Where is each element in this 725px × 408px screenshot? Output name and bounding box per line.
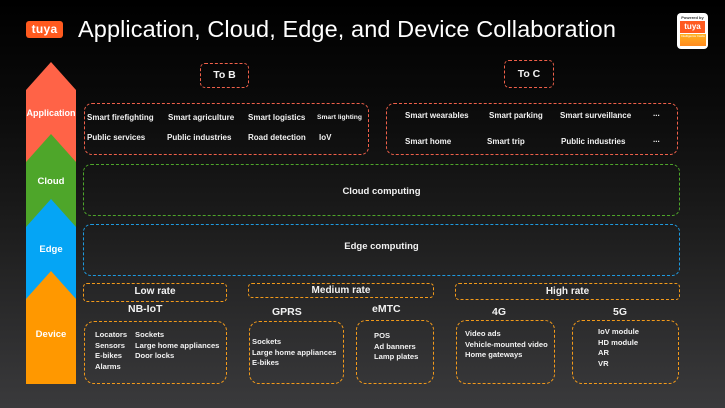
device-item: IoV module <box>598 327 639 336</box>
device-item: POS <box>374 331 391 340</box>
cloud-computing-label: Cloud computing <box>342 186 421 197</box>
edge-computing-label: Edge computing <box>344 241 419 252</box>
device-list: Sockets Large home appliances E-bikes <box>252 337 336 369</box>
scenario: Smart trip <box>487 137 525 146</box>
device-item: Large home appliances <box>252 347 337 357</box>
more-ellipsis: ... <box>653 135 660 144</box>
device-item: Large home appliances <box>135 340 220 350</box>
edge-arrow <box>26 199 76 302</box>
emtc-devices-box: POS Ad banners Lamp plates <box>356 320 434 384</box>
scenario: Smart wearables <box>405 111 469 120</box>
to-b-scenarios-box: Smart firefighting Smart agriculture Sma… <box>84 103 369 155</box>
network-emtc: eMTC <box>372 303 401 315</box>
device-item: Alarms <box>95 361 121 371</box>
layer-label-application: Application <box>26 108 76 118</box>
badge-top-text: Powered by <box>681 15 704 20</box>
device-item: E-bikes <box>95 351 123 360</box>
cloud-arrow <box>26 134 76 237</box>
device-item: Door locks <box>135 351 175 360</box>
page-title: Application, Cloud, Edge, and Device Col… <box>78 16 616 42</box>
layer-label-device: Device <box>35 329 67 340</box>
scenario: Smart surveillance <box>560 111 632 120</box>
layer-label-edge: Edge <box>39 244 63 255</box>
badge-brand-text: tuya <box>680 21 705 33</box>
4g-devices-box: Video ads Vehicle-mounted video Home gat… <box>456 320 555 384</box>
medium-rate-label: Medium rate <box>311 285 371 296</box>
scenario: Smart home <box>405 137 452 146</box>
high-rate-label: High rate <box>545 286 590 297</box>
network-5g: 5G <box>613 306 628 318</box>
device-item: Sensors <box>95 340 125 350</box>
device-list: IoV module HD module AR VR <box>598 327 639 369</box>
cloud-computing-box: Cloud computing <box>83 164 680 216</box>
device-list: POS Ad banners Lamp plates <box>374 331 418 363</box>
device-item: Vehicle-mounted video <box>465 339 548 349</box>
device-item: Ad banners <box>374 341 416 351</box>
device-item: AR <box>598 348 609 357</box>
scenario: Public industries <box>167 133 232 142</box>
device-item: VR <box>598 358 609 368</box>
scenario: Smart firefighting <box>87 113 154 122</box>
network-4g: 4G <box>492 306 507 318</box>
more-ellipsis: ... <box>653 109 660 118</box>
scenario: Smart lighting <box>317 114 362 121</box>
network-gprs: GPRS <box>272 306 302 318</box>
scenario: IoV <box>319 133 332 142</box>
device-item: Sockets <box>135 330 165 339</box>
device-item: Lamp plates <box>374 352 419 361</box>
scenario: Public services <box>87 133 146 142</box>
layer-arrow-stack <box>26 62 76 384</box>
tuya-logo: tuya <box>26 21 63 38</box>
device-item: Video ads <box>465 329 501 338</box>
device-item: HD module <box>598 337 639 347</box>
powered-by-tuya-badge: Powered by tuya Intelligence Inside <box>677 13 708 49</box>
low-rate-box: Low rate <box>83 283 227 302</box>
device-item: Locators <box>95 330 128 339</box>
layer-label-cloud: Cloud <box>37 176 65 187</box>
to-c-label: To C <box>517 68 541 80</box>
to-b-label: To B <box>213 69 236 81</box>
to-c-scenarios-box: Smart wearables Smart parking Smart surv… <box>386 103 678 155</box>
scenario: Smart parking <box>489 111 543 120</box>
network-nb-iot: NB-IoT <box>128 303 163 315</box>
device-list-col1: Locators Sensors E-bikes Alarms <box>95 330 127 372</box>
gprs-devices-box: Sockets Large home appliances E-bikes <box>249 321 344 384</box>
device-arrow <box>26 271 76 384</box>
high-rate-box: High rate <box>455 283 680 300</box>
device-item: Sockets <box>252 337 282 346</box>
device-list-col2: Sockets Large home appliances Door locks <box>135 330 219 362</box>
scenario: Smart agriculture <box>168 113 235 122</box>
nb-iot-devices-box: Locators Sensors E-bikes Alarms Sockets … <box>84 321 227 384</box>
device-list: Video ads Vehicle-mounted video Home gat… <box>465 329 548 361</box>
edge-computing-box: Edge computing <box>83 224 680 276</box>
application-arrow <box>26 62 76 172</box>
low-rate-label: Low rate <box>134 286 176 297</box>
device-item: Home gateways <box>465 350 523 359</box>
device-item: E-bikes <box>252 358 280 367</box>
scenario: Smart logistics <box>248 113 306 122</box>
badge-bottom-text: Intelligence Inside <box>680 34 706 46</box>
5g-devices-box: IoV module HD module AR VR <box>572 320 679 384</box>
medium-rate-box: Medium rate <box>248 283 434 298</box>
scenario: Public industries <box>561 137 626 146</box>
scenario: Road detection <box>248 133 306 142</box>
to-c-box: To C <box>504 60 554 88</box>
to-b-box: To B <box>200 63 249 88</box>
